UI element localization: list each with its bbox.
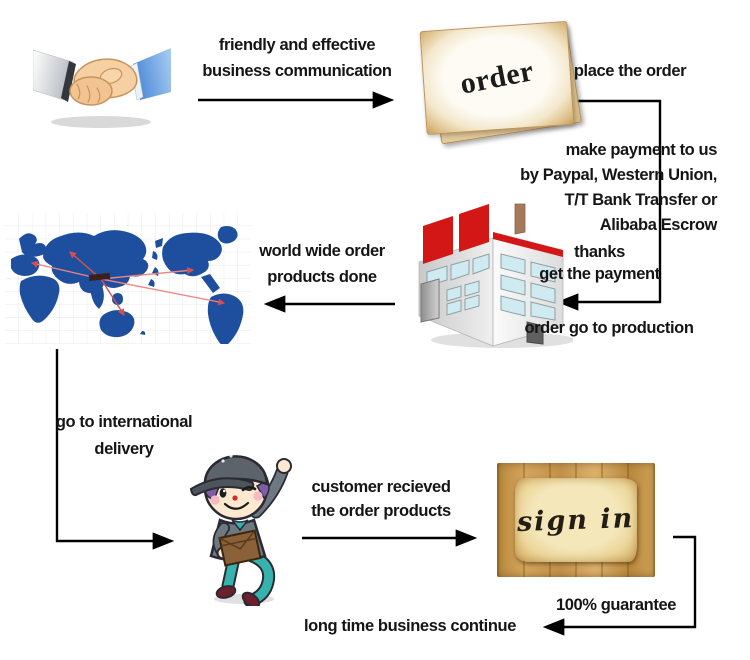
caption-guarantee: 100% guarantee [511,593,721,618]
caption-communication-line1: friendly and effective [218,36,376,54]
caption-guarantee-text: 100% guarantee [555,596,677,614]
caption-communication: friendly and effective business communic… [187,32,407,84]
caption-received-line1: customer recieved [311,478,451,496]
world-map-icon [5,213,251,344]
caption-received-line2: the order products [311,502,451,520]
caption-payment-line2: by Paypal, Western Union, [520,166,717,184]
caption-worldwide: world wide order products done [217,238,427,290]
caption-international-line2: delivery [94,440,154,458]
caption-received: customer recieved the order products [276,475,486,523]
caption-worldwide-line2: products done [267,268,377,286]
caption-production: order go to production [504,316,714,341]
sign-board-image: sign in [497,463,655,577]
parchment: sign in [515,478,637,562]
continents [11,226,244,344]
route-hub [88,272,111,282]
caption-continuation: long time business continue [280,614,540,639]
caption-payment-line3: T/T Bank Transfer or [564,191,718,209]
order-note-label: order [457,54,537,101]
caption-international-line1: go to international [55,413,193,431]
caption-payment-line4: Alibaba Escrow [599,216,718,234]
caption-thanks-line2: get the payment [539,265,660,283]
sign-board-label: sign in [516,502,636,538]
caption-communication-line2: business communication [202,62,392,80]
caption-international: go to international delivery [19,409,229,463]
factory-icon [418,203,573,348]
caption-payment-line1: make payment to us [565,141,718,159]
caption-place-order: place the order [530,59,730,84]
caption-thanks: thanks get the payment [497,241,702,285]
caption-worldwide-line1: world wide order [259,242,385,260]
delivery-courier-icon [189,454,292,606]
caption-thanks-line1: thanks [574,243,625,261]
caption-production-text: order go to production [524,319,694,337]
caption-continuation-text: long time business continue [304,617,516,635]
caption-payment: make payment to us by Paypal, Western Un… [437,138,717,238]
handshake-icon [33,48,171,128]
caption-place-order-text: place the order [573,62,687,80]
